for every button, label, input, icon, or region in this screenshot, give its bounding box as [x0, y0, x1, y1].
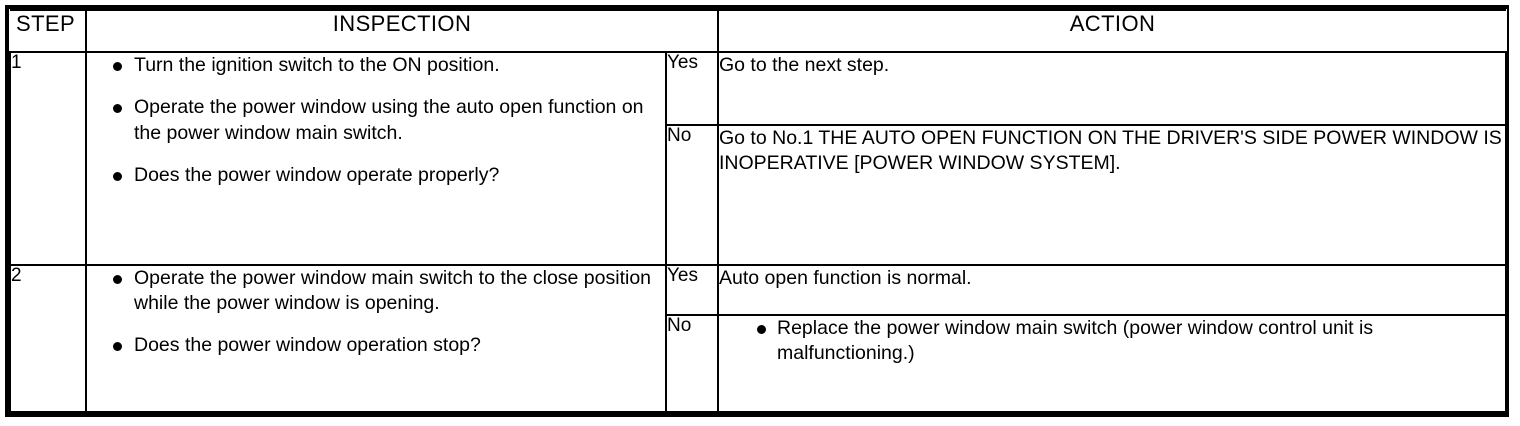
list-item: Turn the ignition switch to the ON posit… [87, 53, 665, 78]
result-label-yes-2: Yes [665, 263, 719, 317]
bullet-icon [757, 325, 766, 335]
action-cell-no-2: Replace the power window main switch (po… [717, 314, 1507, 413]
bullet-icon [113, 274, 122, 284]
action-text: Auto open function is normal. [719, 266, 972, 289]
header-action: ACTION [717, 9, 1506, 53]
inspection-text: Operate the power window using the auto … [134, 96, 644, 144]
diagnostic-table-sheet: STEP INSPECTION ACTION 1 Turn the igniti… [5, 5, 1509, 417]
table-row: No Go to No.1 THE AUTO OPEN FUNCTION ON … [10, 123, 1507, 266]
action-text: Go to the next step. [719, 54, 890, 76]
header-inspection: INSPECTION [85, 9, 719, 53]
action-text: Replace the power window main switch (po… [777, 317, 1374, 365]
diagnostic-trouble-code-table: STEP INSPECTION ACTION 1 Turn the igniti… [9, 9, 1507, 414]
result-label-no-1: No [665, 123, 719, 266]
header-step: STEP [10, 9, 87, 53]
list-item: Replace the power window main switch (po… [719, 316, 1505, 367]
action-cell-yes-1: Go to the next step. [717, 51, 1507, 126]
action-cell-no-1: Go to No.1 THE AUTO OPEN FUNCTION ON THE… [717, 123, 1507, 266]
inspection-text: Turn the ignition switch to the ON posit… [134, 54, 500, 76]
inspection-text: Does the power window operate properly? [134, 164, 500, 187]
list-item: Does the power window operate properly? [87, 163, 665, 188]
inspection-list-1: Turn the ignition switch to the ON posit… [87, 53, 665, 188]
table-header-row: STEP INSPECTION ACTION [10, 9, 1506, 53]
action-text: Go to No.1 THE AUTO OPEN FUNCTION ON THE… [719, 126, 1502, 175]
inspection-text: Operate the power window main switch to … [134, 266, 652, 315]
table-row: 2 Operate the power window main switch t… [9, 263, 1507, 414]
action-cell-yes-2: Auto open function is normal. [717, 263, 1507, 317]
inspection-list-2: Operate the power window main switch to … [87, 266, 665, 359]
list-item: Does the power window operation stop? [87, 333, 665, 358]
bullet-icon [113, 62, 122, 71]
step-number-1: 1 [9, 51, 87, 266]
bullet-icon [113, 342, 122, 352]
action-list-2: Replace the power window main switch (po… [719, 316, 1505, 367]
list-item: Operate the power window using the auto … [87, 95, 665, 146]
table-row: 1 Turn the ignition switch to the ON pos… [9, 51, 1507, 266]
list-item: Operate the power window main switch to … [87, 266, 665, 317]
result-label-yes-1: Yes [665, 51, 719, 126]
bullet-icon [113, 104, 122, 114]
bullet-icon [113, 172, 122, 182]
inspection-cell-2: Operate the power window main switch to … [85, 263, 667, 414]
inspection-text: Does the power window operation stop? [134, 334, 481, 357]
step-number-2: 2 [9, 263, 87, 414]
table-row: No Replace the power window main switch … [10, 314, 1507, 413]
inspection-cell-1: Turn the ignition switch to the ON posit… [85, 51, 667, 266]
result-label-no-2: No [665, 314, 719, 413]
